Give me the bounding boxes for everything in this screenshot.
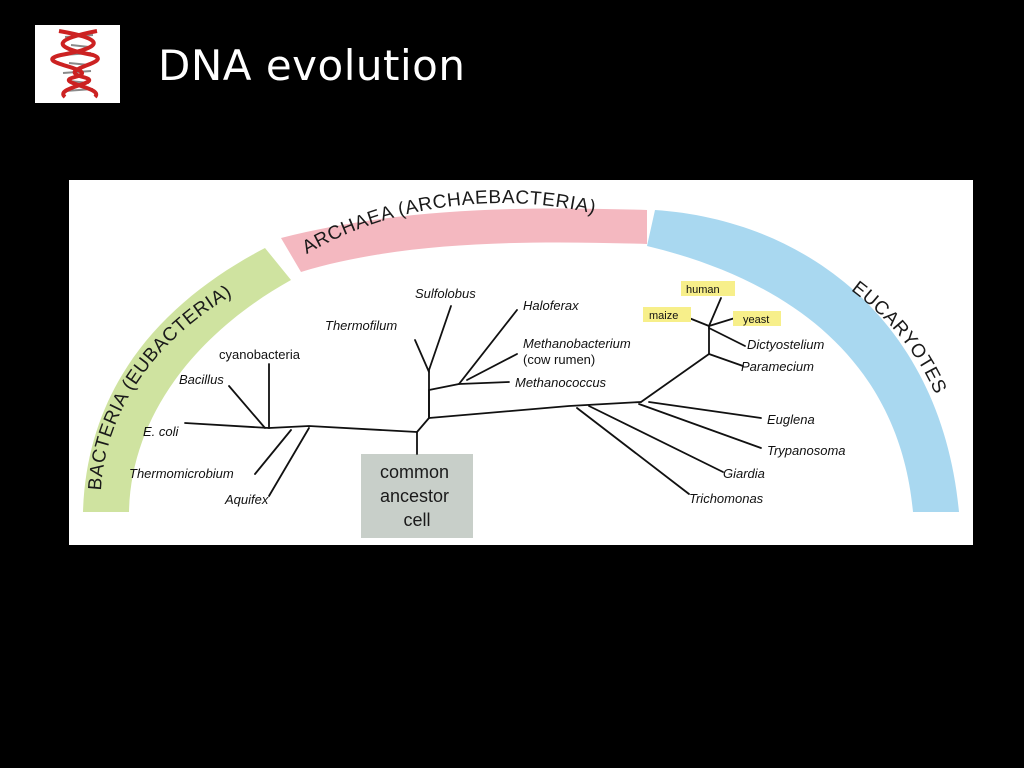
taxon-trypanosoma: Trypanosoma	[767, 443, 846, 458]
branch-thermomicrobium	[254, 429, 292, 475]
taxon-methanococcus: Methanococcus	[515, 375, 607, 390]
branch-giardia	[588, 405, 724, 473]
branch-trypanosoma	[638, 403, 762, 449]
highlight-maize	[643, 307, 691, 322]
common-ancestor-label: common ancestor cell	[380, 462, 454, 530]
taxon-thermofilum: Thermofilum	[325, 318, 397, 333]
highlight-human	[681, 281, 735, 296]
taxon-trichomonas: Trichomonas	[689, 491, 764, 506]
taxon-cow-rumen: (cow rumen)	[523, 352, 595, 367]
taxon-bacillus: Bacillus	[179, 372, 224, 387]
branch-trichomonas	[576, 407, 690, 495]
branch-sulfolobus	[428, 305, 452, 371]
taxon-cyanobacteria: cyanobacteria	[219, 347, 301, 362]
archaea-branch	[416, 389, 430, 433]
dna-logo	[35, 25, 120, 103]
eucaryote-branch	[428, 401, 642, 419]
highlight-yeast	[733, 311, 781, 326]
common-ancestor-box	[361, 454, 473, 538]
taxon-thermomicrobium: Thermomicrobium	[129, 466, 234, 481]
eucaryotes-band	[647, 210, 959, 512]
tree-of-life-figure: BACTERIA (EUBACTERIA) ARCHAEA (ARCHAEBAC…	[69, 180, 973, 545]
branch-aquifex	[268, 427, 310, 497]
taxon-ecoli: E. coli	[143, 424, 180, 439]
branch-bacillus	[228, 385, 266, 429]
dna-helix-icon	[50, 29, 100, 99]
branch-dictyostelium	[708, 327, 746, 347]
branch-human	[708, 297, 722, 327]
taxon-sulfolobus: Sulfolobus	[415, 286, 476, 301]
taxon-haloferax: Haloferax	[523, 298, 579, 313]
taxon-euglena: Euglena	[767, 412, 815, 427]
bacteria-band	[83, 248, 291, 512]
branch-paramecium	[708, 353, 744, 367]
taxon-dictyostelium: Dictyostelium	[747, 337, 824, 352]
taxon-methanobacterium: Methanobacterium	[523, 336, 631, 351]
tree-branches	[184, 297, 762, 497]
branch-ecoli	[184, 422, 270, 429]
taxon-paramecium: Paramecium	[741, 359, 814, 374]
tree-of-life-diagram: BACTERIA (EUBACTERIA) ARCHAEA (ARCHAEBAC…	[83, 187, 959, 538]
branch-maize	[688, 317, 710, 327]
branch-methanococcus	[458, 381, 510, 385]
branch-yeast	[708, 317, 736, 327]
branch-crown	[640, 353, 710, 403]
bacteria-branch	[268, 425, 418, 433]
branch-thermofilum	[414, 339, 430, 373]
branch-methano-group	[428, 383, 460, 391]
archaea-band	[281, 208, 647, 272]
taxon-maize: maize	[649, 310, 678, 322]
slide-title: DNA evolution	[158, 41, 466, 90]
taxon-aquifex: Aquifex	[224, 492, 269, 507]
taxon-giardia: Giardia	[723, 466, 765, 481]
branch-euglena	[648, 401, 762, 419]
branch-methanobacterium	[466, 353, 518, 381]
taxon-human: human	[686, 284, 720, 296]
taxon-yeast: yeast	[743, 314, 769, 326]
branch-haloferax	[458, 309, 518, 385]
